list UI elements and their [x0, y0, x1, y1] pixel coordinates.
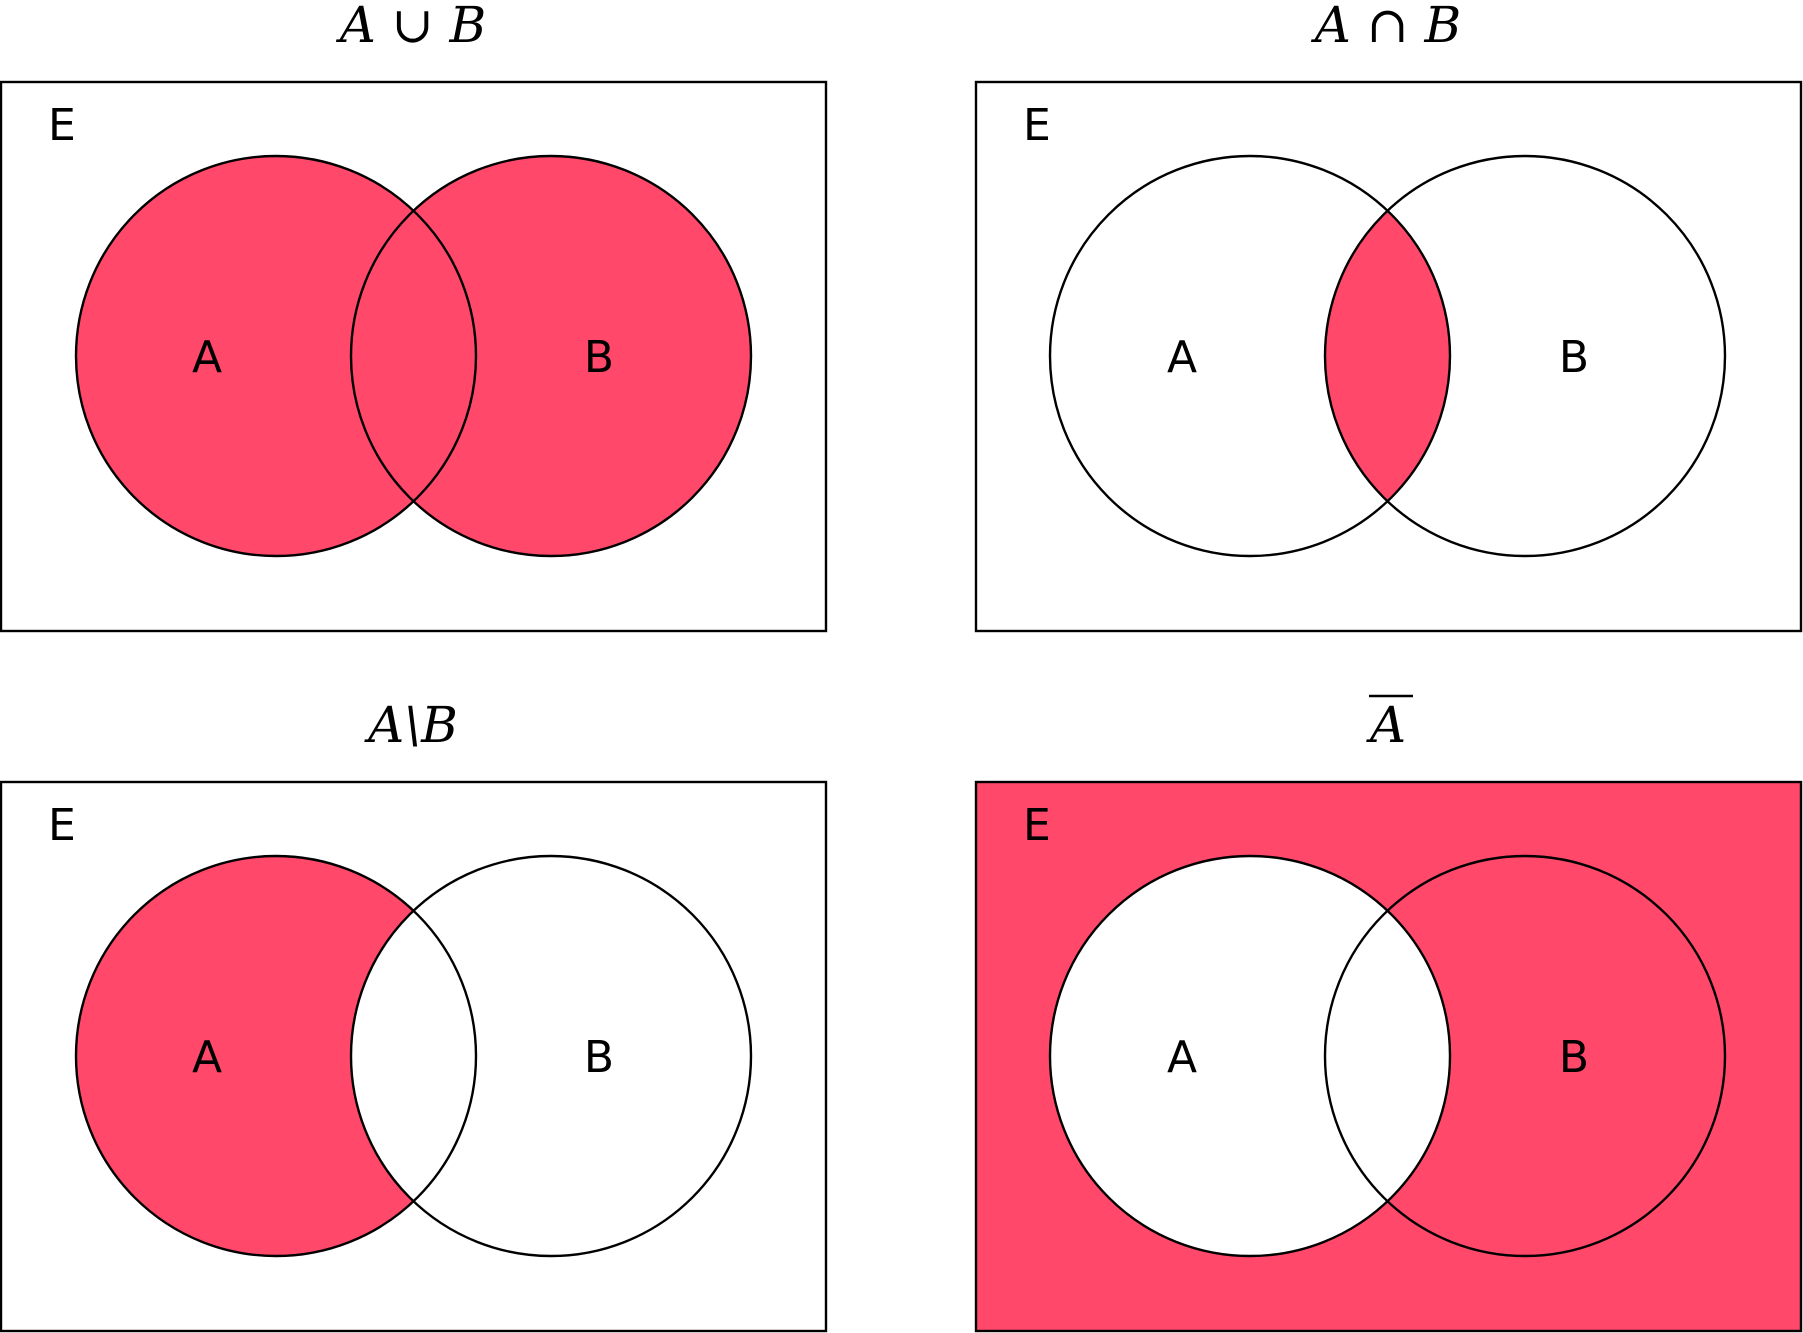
panel-intersection: A ∩ B E A B [974, 0, 1803, 633]
set-a-label: A [192, 1032, 222, 1083]
set-a-circle [74, 854, 478, 1258]
universe-frame [0, 780, 828, 1333]
universe-label: E [1023, 800, 1051, 851]
set-a-label: A [192, 332, 222, 383]
panel-title: A\B [364, 696, 458, 754]
set-b-circle [349, 854, 753, 1258]
set-b-circle [1323, 854, 1727, 1258]
set-b-label: B [584, 1032, 614, 1083]
universe-label: E [48, 100, 76, 151]
panel-complement: A E A B [974, 694, 1803, 1333]
set-b-fill [351, 156, 751, 556]
set-a-circle [1048, 154, 1452, 558]
set-b-label: B [584, 332, 614, 383]
set-a-circle [74, 154, 478, 558]
panel-title: A ∩ B [1311, 0, 1462, 54]
intersection-fill [1325, 156, 1450, 556]
universe-frame [974, 80, 1803, 633]
set-a-label: A [1167, 1032, 1197, 1083]
shaded-region [76, 156, 751, 556]
universe-label: E [48, 800, 76, 851]
set-a-circle [1048, 854, 1452, 1258]
universe-frame [0, 80, 828, 633]
set-b-label: B [1559, 1032, 1589, 1083]
universe-frame [974, 780, 1803, 1333]
shaded-region [76, 856, 751, 1256]
set-a-hole [1050, 856, 1450, 1256]
set-a-fill [76, 156, 476, 556]
panel-union: A ∪ B E A B [0, 0, 828, 633]
set-b-mask [351, 856, 751, 1256]
panel-title: A ∪ B [336, 0, 487, 54]
set-b-label: B [1559, 332, 1589, 383]
set-a-fill [76, 856, 476, 1256]
shaded-region [1325, 156, 1450, 556]
set-b-circle [349, 154, 753, 558]
set-b-circle [1323, 154, 1727, 558]
panel-difference: A\B E A B [0, 696, 828, 1333]
panel-title: A [1366, 696, 1406, 754]
set-a-label: A [1167, 332, 1197, 383]
universe-label: E [1023, 100, 1051, 151]
